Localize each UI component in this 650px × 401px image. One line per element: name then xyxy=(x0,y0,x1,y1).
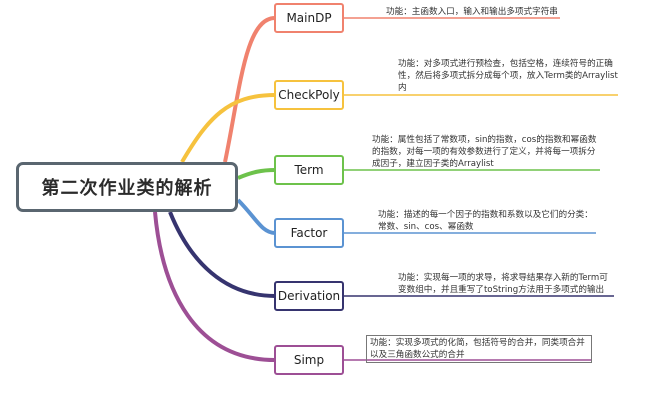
node-simp: Simp xyxy=(274,345,344,375)
node-derivation: Derivation xyxy=(274,281,344,311)
desc-maindp: 功能：主函数入口，输入和输出多项式字符串 xyxy=(386,7,558,17)
node-factor: Factor xyxy=(274,218,344,248)
desc-term: 功能：属性包括了常数项，sin的指数，cos的指数和幂函数的指数，对每一项的有效… xyxy=(372,135,597,169)
desc-factor: 功能：描述的每一个因子的指数和系数以及它们的分类：常数、sin、cos、幂函数 xyxy=(378,210,593,232)
connector-derivation xyxy=(168,211,276,298)
desc-derivation: 功能：实现每一项的求导，将求导结果存入新的Term可变数组中，并且重写了toSt… xyxy=(398,273,608,295)
connector-term xyxy=(237,168,276,180)
connector-simp xyxy=(153,211,276,362)
connector-maindp xyxy=(223,16,276,163)
node-checkpoly: CheckPoly xyxy=(274,80,344,110)
root-node: 第二次作业类的解析 xyxy=(16,162,238,212)
connector-factor xyxy=(236,198,276,235)
connector-checkpoly xyxy=(180,93,276,164)
desc-checkpoly: 功能：对多项式进行预检查，包括空格，连续符号的正确性，然后将多项式拆分成每个项，… xyxy=(398,59,618,93)
node-term: Term xyxy=(274,155,344,185)
node-maindp: MainDP xyxy=(274,3,344,33)
desc-simp: 功能：实现多项式的化简，包括符号的合并，同类项合并以及三角函数公式的合并 xyxy=(366,335,592,363)
